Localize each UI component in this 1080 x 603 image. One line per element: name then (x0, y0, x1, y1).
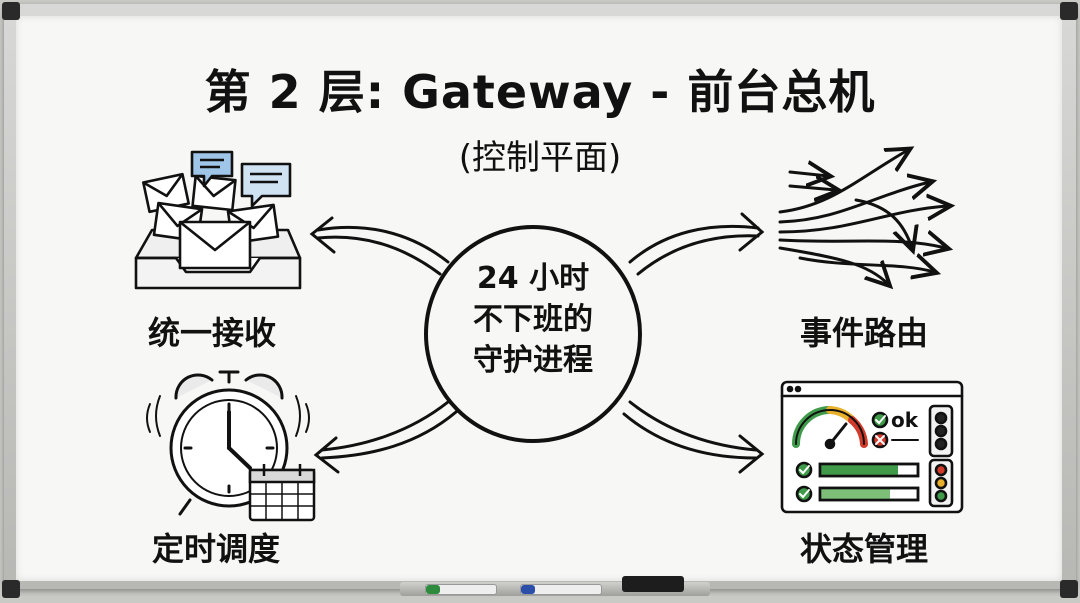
node-label-state-management: 状态管理 (800, 524, 928, 570)
arrow-to-routing (630, 214, 762, 274)
center-label: 24 小时 不下班的 守护进程 (424, 258, 642, 381)
center-line-3: 守护进程 (424, 340, 642, 381)
dashboard-icon (782, 382, 962, 512)
node-label-event-routing: 事件路由 (800, 308, 928, 354)
arrow-to-schedule (316, 402, 456, 472)
inbox-tray-icon (136, 152, 300, 288)
node-label-unified-receive: 统一接收 (148, 308, 276, 354)
node-label-scheduled-dispatch: 定时调度 (152, 524, 280, 570)
arrow-to-state (624, 402, 762, 472)
calendar-icon (250, 464, 314, 520)
center-line-1: 24 小时 (424, 258, 642, 299)
center-line-2: 不下班的 (424, 299, 642, 340)
event-routing-arrows-icon (780, 150, 948, 284)
dashboard-ok-text: ok (891, 408, 918, 432)
